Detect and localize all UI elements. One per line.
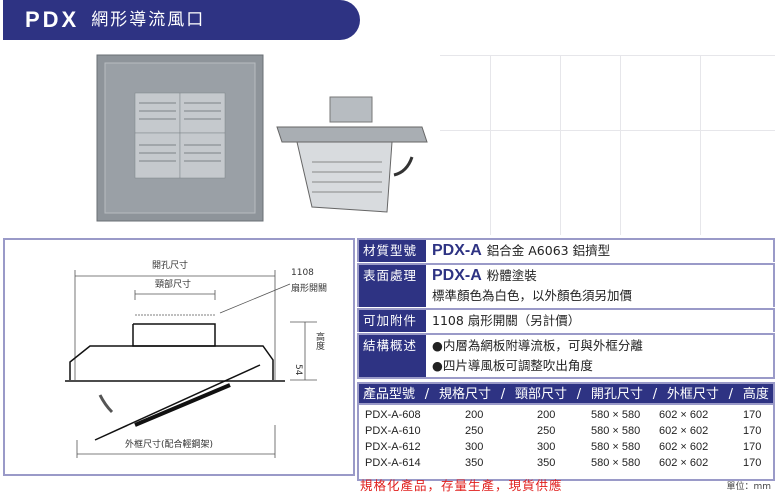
label-54: 54 [293, 364, 303, 376]
table-cell: 580 × 580 [591, 408, 641, 421]
table-cell: PDX-A-612 [365, 440, 421, 453]
label-neck: 頸部尺寸 [155, 280, 192, 290]
spec-material: 材質型號 PDX-A 鋁合金 A6063 鋁擠型 [357, 238, 775, 262]
spec-accessory: 可加附件 1108 扇形開關（另計價） [357, 308, 775, 332]
footer-note: 規格化產品，存量生產，現貨供應 [360, 478, 563, 493]
spec-label: 表面處理 [359, 265, 426, 307]
table-cell: 580 × 580 [591, 440, 641, 453]
sep: / [500, 387, 506, 402]
title-banner: PDX 網形導流風口 [3, 0, 360, 40]
sep: / [728, 387, 734, 402]
col-size: 規格尺寸 [438, 387, 491, 402]
table-row: PDX-A-614 350 350 580 × 580 602 × 602 170 [359, 455, 773, 471]
col-model: 產品型號 [363, 387, 416, 402]
spec-panel: 材質型號 PDX-A 鋁合金 A6063 鋁擠型 表面處理 PDX-A 粉體塗裝標準… [357, 238, 775, 481]
sep: / [576, 387, 582, 402]
spec-structure: 結構概述 ●内層為網板附導流板，可與外框分離 ●四片導風板可調整吹出角度 [357, 333, 775, 379]
table-cell: 300 [537, 440, 556, 453]
table-row: PDX-A-608 200 200 580 × 580 602 × 602 170 [359, 407, 773, 423]
table-cell: PDX-A-608 [365, 408, 421, 421]
table-cell: PDX-A-610 [365, 424, 421, 437]
table-cell: 602 × 602 [659, 456, 709, 469]
table-cell: 200 [465, 408, 484, 421]
table-header: 產品型號 / 規格尺寸 / 頸部尺寸 / 開孔尺寸 / 外框尺寸 / 高度 [357, 382, 775, 405]
sep: / [652, 387, 658, 402]
spec-model: PDX-A [432, 267, 482, 284]
table-cell: PDX-A-614 [365, 456, 421, 469]
label-opening: 開孔尺寸 [152, 261, 189, 271]
table-cell: 200 [537, 408, 556, 421]
table-cell: 602 × 602 [659, 440, 709, 453]
spec-value: ●内層為網板附導流板，可與外框分離 [432, 338, 643, 353]
product-open-photo [276, 96, 428, 213]
table-cell: 580 × 580 [591, 424, 641, 437]
label-height: 高度 [314, 332, 324, 350]
rotate-arrow-icon [393, 156, 414, 177]
col-neck: 頸部尺寸 [514, 387, 567, 402]
product-name: 網形導流風口 [91, 10, 206, 30]
table-cell: 350 [537, 456, 556, 469]
col-height: 高度 [742, 387, 769, 402]
spec-value: 鋁合金 A6063 鋁擠型 [486, 243, 611, 258]
spec-model: PDX-A [432, 242, 482, 259]
table-row: PDX-A-612 300 300 580 × 580 602 × 602 170 [359, 439, 773, 455]
spec-value: 粉體塗裝 [486, 268, 537, 283]
spec-value: 標準顏色為白色，以外顏色須另加價 [432, 288, 633, 303]
table-cell: 170 [743, 424, 762, 437]
spec-label: 結構概述 [359, 335, 426, 377]
col-opening: 開孔尺寸 [590, 387, 643, 402]
spec-value: ●四片導風板可調整吹出角度 [432, 358, 593, 373]
label-frame: 外框尺寸(配合輕鋼架) [125, 440, 214, 450]
label-switch-code: 1108 [291, 268, 314, 278]
product-code: PDX [25, 7, 80, 32]
col-frame: 外框尺寸 [666, 387, 719, 402]
sep: / [424, 387, 430, 402]
product-front-photo [96, 54, 264, 222]
table-row: PDX-A-610 250 250 580 × 580 602 × 602 170 [359, 423, 773, 439]
table-cell: 602 × 602 [659, 408, 709, 421]
spec-label: 可加附件 [359, 310, 426, 332]
table-cell: 170 [743, 408, 762, 421]
table-cell: 580 × 580 [591, 456, 641, 469]
table-cell: 250 [537, 424, 556, 437]
table-cell: 170 [743, 456, 762, 469]
table-cell: 300 [465, 440, 484, 453]
table-cell: 250 [465, 424, 484, 437]
unit-label: 單位：mm [726, 482, 771, 492]
table-cell: 602 × 602 [659, 424, 709, 437]
spec-label: 材質型號 [359, 240, 426, 262]
dimension-diagram: 開孔尺寸 頸部尺寸 1108 扇形開關 高度 54 外框尺寸(配合輕鋼架) [3, 238, 355, 476]
table-cell: 170 [743, 440, 762, 453]
spec-finish: 表面處理 PDX-A 粉體塗裝標準顏色為白色，以外顏色須另加價 [357, 263, 775, 307]
spec-value: 1108 扇形開關（另計價） [432, 313, 581, 328]
table-cell: 350 [465, 456, 484, 469]
label-switch-name: 扇形開關 [291, 284, 328, 294]
